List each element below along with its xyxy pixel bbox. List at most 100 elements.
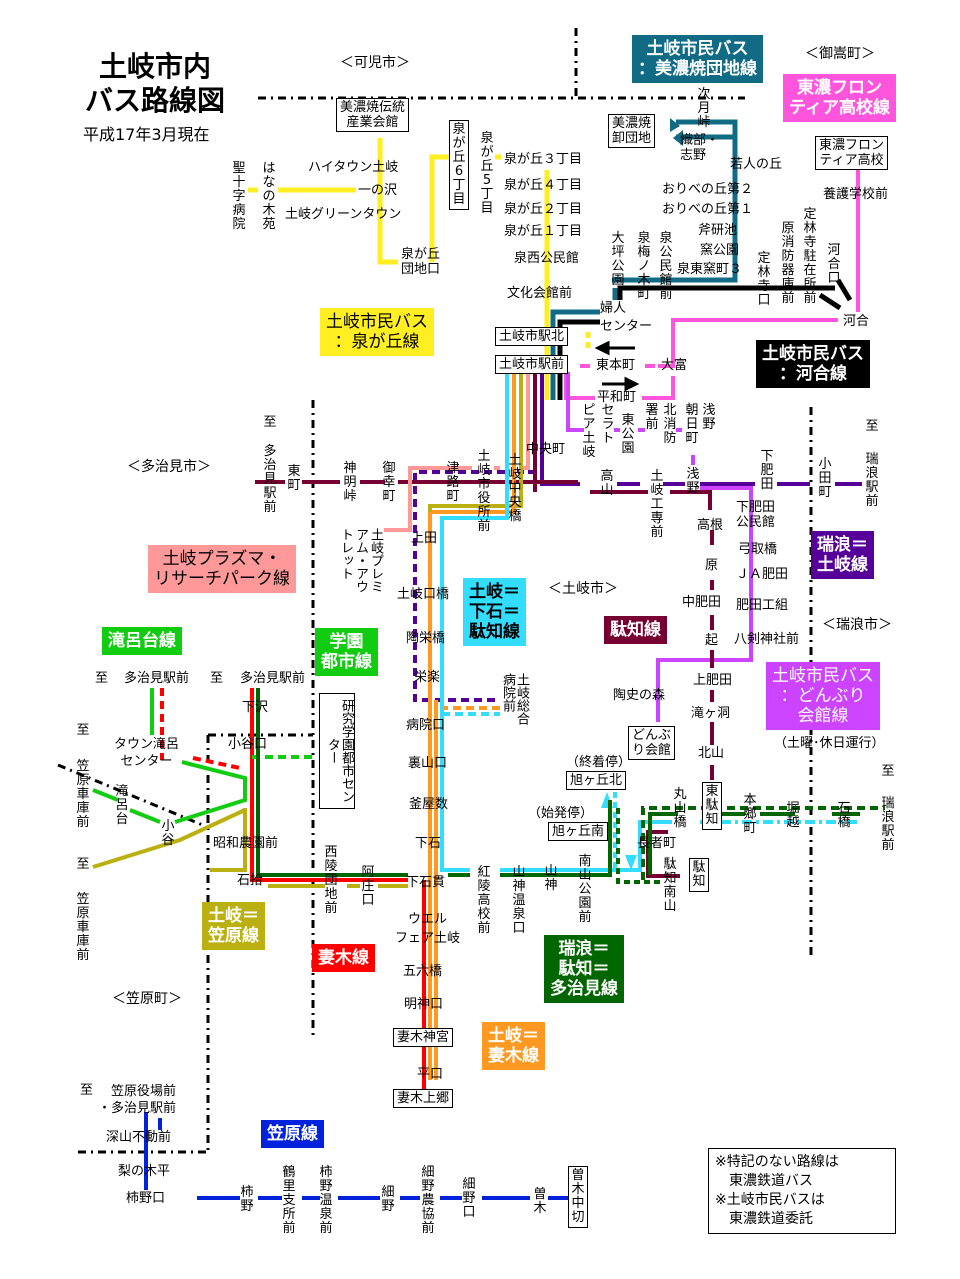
stop-chuobashi: 土岐中央橋 (508, 453, 522, 524)
stop-tsuru-sato: 鶴里支所前 (282, 1165, 296, 1236)
stop-minoyaki-dento: 美濃焼伝統 産業会館 (336, 98, 410, 132)
stop-ono-kenkyu: 斧研池 (698, 223, 738, 238)
stop-takane: 高根 (697, 518, 724, 533)
stop-tokishi-eki-mae: 土岐市駅前 (495, 355, 569, 374)
stop-eiraku: 栄楽 (414, 670, 441, 685)
stop-tajimi-eki: 多治見駅前 (263, 444, 277, 515)
stop-hightown: ハイタウン土岐 (308, 160, 399, 175)
stop-oribe-shino: 織部・志野 (680, 133, 720, 163)
title-line1: 土岐市内 (99, 50, 212, 83)
area-mizunami: ＜瑞浪市＞ (822, 617, 892, 633)
stop-welfare: ウエル フェア土岐 (395, 912, 461, 946)
stop-izumigaoka-danchi: 泉が丘 団地口 (401, 247, 441, 277)
stop-tsukiyo: 次月峠 (697, 87, 711, 130)
stop-soki: 曽木 (533, 1187, 547, 1216)
label-minoyaki-line: 土岐市民バス ：美濃焼団地線 (632, 35, 763, 85)
stop-izumigaoka6: 泉が丘6丁目 (449, 120, 469, 210)
stop-kosen: 土岐工専前 (650, 469, 664, 540)
stop-kakino: 柿野 (240, 1185, 254, 1214)
stop-toeibashi: 陶栄橋 (406, 631, 446, 646)
stop-ueda: 上田 (411, 531, 438, 546)
stop-yatsurugi: 八剣神社前 (734, 632, 800, 647)
stop-nashinoki: 梨の木平 (118, 1164, 171, 1179)
stop-fukayama: 深山不動前 (106, 1130, 172, 1145)
stop-yumitori: 弓取橋 (738, 542, 778, 557)
stop-fujin-center: 婦人 センター (600, 301, 653, 334)
stop-higashimachi: 東町 (287, 464, 301, 493)
stop-kamihida: 上肥田 (693, 673, 733, 688)
stop-izumigaoka2: 泉が丘２丁目 (504, 202, 583, 217)
shihatsu-note: （始発停） (528, 806, 594, 821)
stop-hida-kogumi: 肥田工組 (736, 598, 789, 613)
route-mizunami-toki (413, 372, 862, 702)
route-tsumagi (160, 688, 426, 1090)
label-donburi-line: 土岐市民バス ：どんぶり 会館線 (766, 662, 880, 730)
area-kasahara: ＜笠原町＞ (112, 991, 182, 1007)
stop-izumigaoka1: 泉が丘１丁目 (504, 224, 583, 239)
stop-izumigaoka4: 泉が丘４丁目 (504, 178, 583, 193)
stop-wakabito: 若人の丘 (730, 157, 783, 172)
stop-seijuji: 聖十字病院 (232, 161, 246, 232)
stop-toshi-mori: 陶史の森 (613, 688, 666, 703)
stop-kawai: 河合 (843, 314, 870, 329)
stop-mizunami-eki: 瑞浪駅前 (865, 452, 879, 509)
stop-izumi-umenoki: 泉梅ノ木町 (637, 231, 651, 302)
stop-shimosawa: 下沢 (242, 700, 269, 715)
to-label-kasahara3: 至 (80, 1083, 94, 1098)
stop-higashi-dachi: 東駄知 (702, 782, 722, 830)
stop-asano-upper: 浅野 (702, 403, 716, 432)
stop-hara: 原 (705, 558, 719, 573)
stop-shiyakusho: 土岐市役所前 (477, 449, 491, 534)
stop-myojin: 明神口 (404, 997, 444, 1012)
stop-hosono: 細野 (381, 1185, 395, 1214)
stop-yamagami: 山神 (544, 864, 558, 893)
stop-oki: 起 (705, 633, 719, 648)
stop-asahi: 朝日町 (685, 403, 699, 446)
stop-tokiguchibashi: 土岐口橋 (397, 587, 450, 602)
stop-dachi: 駄知 (689, 858, 709, 892)
stop-serato: セラト (601, 403, 615, 446)
direction-arrows (594, 340, 640, 392)
stop-izumi-kominkan: 泉公民館前 (659, 231, 673, 302)
stop-hosono-nokyo: 細野農協前 (421, 1165, 435, 1236)
stop-kakinoguchi: 柿野口 (126, 1191, 166, 1206)
stop-takayama: 高山 (600, 469, 614, 498)
route-kasahara (144, 1112, 568, 1200)
stop-heiwa: 平和町 (597, 390, 637, 405)
stop-minoyaki-oroshi: 美濃焼 卸団地 (608, 114, 656, 148)
label-toki-tsumagi-line: 土岐＝ 妻木線 (482, 1022, 545, 1070)
map-date: 平成17年3月現在 (83, 125, 210, 144)
stop-shimoishi: 下石 (415, 836, 442, 851)
stop-shinmei: 神明峠 (343, 461, 357, 504)
label-gakuen-line: 学園 都市線 (315, 628, 378, 676)
stop-kama-koen: 窯公園 (700, 243, 740, 258)
stop-ishihiro: 石拾 (237, 873, 264, 888)
note-line2: 東濃鉄道バス (715, 1173, 813, 1189)
stop-shomae: 署前 (645, 403, 659, 432)
stop-greentown: 土岐グリーンタウン (285, 207, 402, 222)
stop-kodaniguchi: 小谷口 (228, 737, 268, 752)
legend-notes: ※特記のない路線は 東濃鉄道バス ※土岐市民バスは 東濃鉄道委託 (708, 1148, 896, 1234)
stop-takigahora: 滝ヶ洞 (691, 706, 731, 721)
stop-gokomachi: 御幸町 (382, 461, 396, 504)
stop-oribe1: おりべの丘第１ (662, 202, 754, 217)
label-kasahara-toki-line: 土岐＝ 笠原線 (202, 902, 265, 950)
stop-nishiryo: 西陵団地前 (324, 845, 338, 916)
route-frontier (564, 168, 860, 400)
stop-maruyama: 丸山橋 (673, 787, 687, 830)
to-label-kasahara1: 至 (76, 723, 90, 738)
stop-toki-sogo: 土岐総合病院前 (500, 673, 529, 725)
stop-kawaiguchi: 河合口 (827, 243, 841, 286)
area-tajimi: ＜多治見市＞ (127, 459, 211, 475)
to-label-takiro2: 至 (210, 671, 224, 686)
stop-horikoshi: 堀越 (786, 801, 800, 830)
stop-asano: 浅野 (686, 467, 700, 496)
stop-koryo: 紅陵高校前 (477, 865, 491, 936)
stop-hiraguchi: 平口 (417, 1067, 444, 1082)
route-takiro (92, 688, 312, 824)
label-takiro-line: 滝呂台線 (102, 627, 182, 655)
stop-tsuji: 津路町 (446, 461, 460, 504)
label-mizunami-toki-line: 瑞浪＝ 土岐線 (811, 531, 874, 579)
stop-frontier-school: 東濃フロン ティア高校 (815, 136, 889, 170)
to-label-kasahara2: 至 (76, 857, 90, 872)
